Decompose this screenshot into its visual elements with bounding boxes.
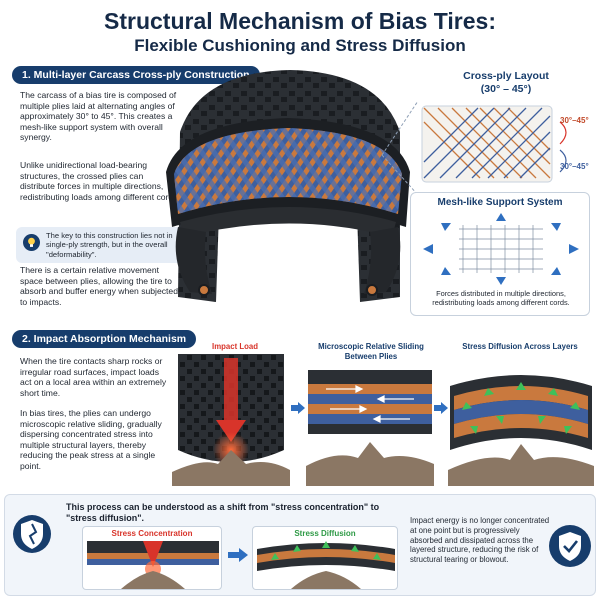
angle-label-top: 30°–45°: [560, 116, 589, 125]
title-line-1: Structural Mechanism of Bias Tires:: [104, 8, 496, 34]
mesh-support-panel: Mesh-like Support System Forces distribu…: [410, 192, 590, 316]
arrow-right-icon-1: [291, 402, 305, 414]
arrow-right-icon-3: [228, 548, 248, 562]
stress-diffusion-label: Stress Diffusion: [294, 529, 356, 538]
crossply-layout-panel: Cross-ply Layout (30° – 45°) 30°–45° 30°…: [418, 70, 594, 188]
summary-intro-text: This process can be understood as a shif…: [66, 502, 380, 523]
stress-diffusion-scene: [448, 375, 594, 486]
key-note-text: The key to this construction lies not in…: [46, 231, 173, 259]
angle-label-bottom: 30°–45°: [560, 162, 589, 171]
impact-load-scene: [172, 354, 290, 486]
section-2-heading: 2. Impact Absorption Mechanism: [12, 330, 197, 348]
key-note-box: The key to this construction lies not in…: [16, 227, 186, 264]
shield-check-icon: [548, 524, 592, 568]
section-1-paragraph-3: There is a certain relative movement spa…: [20, 265, 178, 307]
stress-concentration-label: Stress Concentration: [111, 529, 193, 538]
section-1-paragraph-1: The carcass of a bias tire is composed o…: [20, 90, 177, 143]
section-2-paragraph-1: When the tire contacts sharp rocks or ir…: [20, 356, 167, 398]
crossply-title: Cross-ply Layout (30° – 45°): [418, 70, 594, 95]
mesh-diagram: [423, 213, 579, 285]
stress-diffusion-diagram: [257, 541, 395, 589]
mesh-panel-caption: Forces distributed in multiple direction…: [432, 289, 570, 308]
impact-arrow-shaft: [224, 358, 238, 422]
sliding-label: Microscopic Relative Sliding Between Pli…: [318, 342, 424, 361]
crossply-title-line-2: (30° – 45°): [480, 82, 532, 95]
callout-connector: [381, 100, 419, 196]
ply-sliding-scene: [306, 370, 434, 486]
carcass-plies-crossed: [174, 128, 402, 214]
stress-concentration-diagram: [87, 541, 219, 589]
rock-ground: [172, 450, 290, 486]
impact-load-label: Impact Load: [212, 342, 258, 351]
tire-cutaway-illustration: [166, 70, 410, 302]
title-line-2: Flexible Cushioning and Stress Diffusion: [134, 36, 466, 55]
shield-broken-icon: [12, 512, 52, 556]
section-2-paragraph-2: In bias tires, the plies can undergo mic…: [20, 408, 162, 471]
arrow-right-icon-2: [434, 402, 448, 414]
page-title: Structural Mechanism of Bias Tires: Flex…: [0, 8, 600, 56]
diffusion-label: Stress Diffusion Across Layers: [462, 342, 578, 351]
section-1-heading: 1. Multi-layer Carcass Cross-ply Constru…: [12, 66, 260, 84]
stress-concentration-card: Stress Concentration: [82, 526, 222, 590]
section-1-paragraph-2: Unlike unidirectional load-bearing struc…: [20, 160, 180, 202]
crossply-diagram: [421, 105, 567, 183]
impact-arrow-head: [216, 420, 246, 442]
crossply-title-line-1: Cross-ply Layout: [463, 70, 549, 82]
lightbulb-icon: [23, 234, 40, 251]
summary-right-text: Impact energy is no longer concentrated …: [410, 516, 550, 565]
stress-diffusion-card: Stress Diffusion: [252, 526, 398, 590]
bead-right: [366, 284, 378, 296]
bead-left: [198, 284, 210, 296]
mesh-panel-title: Mesh-like Support System: [437, 197, 563, 208]
